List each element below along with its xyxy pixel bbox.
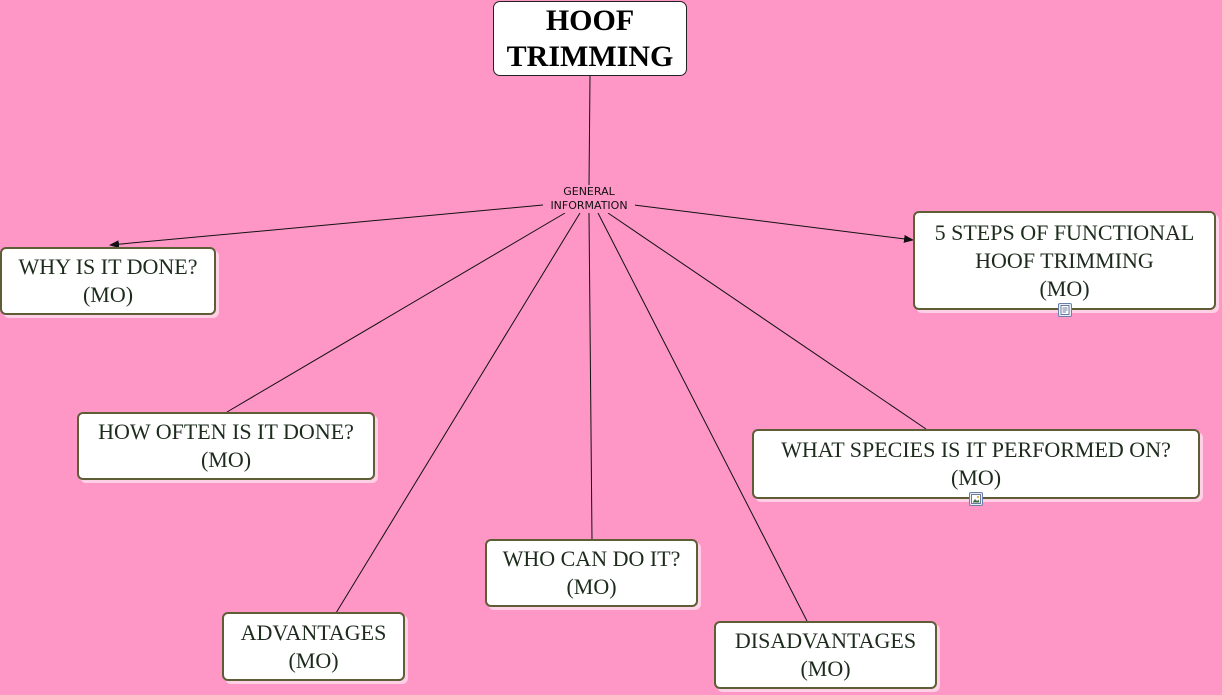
concept-steps-line-1: 5 STEPS OF FUNCTIONAL xyxy=(934,219,1195,245)
line-to-how-often xyxy=(226,212,566,413)
concept-how-often[interactable]: HOW OFTEN IS IT DONE? (MO) xyxy=(77,412,375,480)
concept-steps-line-3: (MO) xyxy=(1039,275,1090,301)
concept-why-line-2: (MO) xyxy=(82,282,134,307)
root-line-2: TRIMMING xyxy=(506,39,674,73)
line-to-species xyxy=(607,212,927,430)
line-root-to-label xyxy=(588,75,591,187)
concept-advantages-line-2: (MO) xyxy=(288,647,339,673)
link-label-line-1: GENERAL xyxy=(563,185,615,198)
concept-disadvantages-line-1: DISADVANTAGES xyxy=(734,628,917,653)
line-to-advantages xyxy=(335,212,581,614)
root-line-1: HOOF xyxy=(545,3,635,37)
line-to-disadvantages xyxy=(597,212,808,622)
line-to-who xyxy=(588,212,593,541)
image-icon[interactable] xyxy=(969,492,983,506)
concept-disadvantages[interactable]: DISADVANTAGES (MO) xyxy=(714,621,937,689)
concept-steps-line-2: HOOF TRIMMING xyxy=(975,247,1154,273)
link-label-general-information: GENERAL INFORMATION xyxy=(543,185,635,213)
root-concept-hoof-trimming[interactable]: HOOF TRIMMING xyxy=(493,1,687,76)
concept-who-line-1: WHO CAN DO IT? xyxy=(502,546,681,571)
concept-species-line-1: WHAT SPECIES IS IT PERFORMED ON? xyxy=(781,437,1171,462)
line-to-why xyxy=(109,204,544,249)
concept-disadvantages-line-2: (MO) xyxy=(800,656,851,681)
document-icon[interactable] xyxy=(1058,303,1072,317)
concept-how-often-line-2: (MO) xyxy=(200,447,252,472)
concept-who-line-2: (MO) xyxy=(566,574,617,599)
concept-advantages[interactable]: ADVANTAGES (MO) xyxy=(222,612,405,681)
concept-why-line-1: WHY IS IT DONE? xyxy=(18,254,198,279)
concept-five-steps[interactable]: 5 STEPS OF FUNCTIONAL HOOF TRIMMING (MO) xyxy=(913,211,1216,310)
concept-species-line-2: (MO) xyxy=(950,465,1002,490)
concept-how-often-line-1: HOW OFTEN IS IT DONE? xyxy=(98,419,354,444)
concept-why-is-it-done[interactable]: WHY IS IT DONE? (MO) xyxy=(0,247,216,315)
link-label-line-2: INFORMATION xyxy=(550,199,628,212)
concept-advantages-line-1: ADVANTAGES xyxy=(240,619,387,645)
line-to-steps xyxy=(633,204,914,243)
concept-who-can-do-it[interactable]: WHO CAN DO IT? (MO) xyxy=(485,539,698,607)
concept-what-species[interactable]: WHAT SPECIES IS IT PERFORMED ON? (MO) xyxy=(752,429,1200,499)
